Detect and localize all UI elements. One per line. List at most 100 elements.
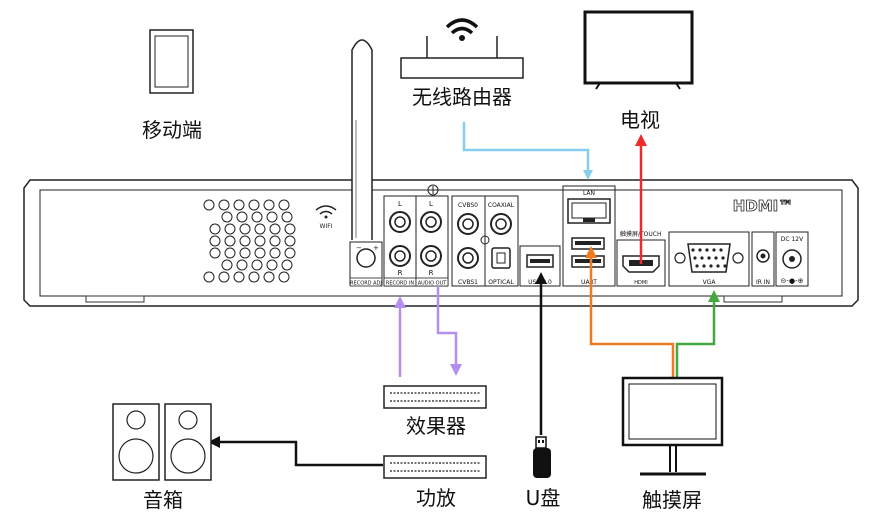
vent-hole — [248, 199, 260, 211]
vent-hole — [221, 259, 233, 271]
vent-hole — [284, 235, 296, 247]
vent-hole — [218, 271, 230, 283]
svg-text:+: + — [373, 244, 379, 252]
vent-hole — [224, 235, 236, 247]
vent-hole — [233, 199, 245, 211]
cvbs0-label: CVBS0 — [458, 202, 478, 209]
audio-out-r-label: R — [429, 269, 434, 277]
vent-hole — [203, 271, 215, 283]
lan-uart-ports: LAN UART — [562, 185, 616, 287]
lan-label: LAN — [583, 190, 595, 197]
speaker-label: 音箱 — [143, 488, 183, 512]
ir-in-label: IR IN — [756, 279, 770, 286]
speaker-icon — [112, 403, 212, 481]
vga-pin — [716, 264, 720, 268]
vga-pin — [712, 248, 716, 252]
vent-hole — [209, 223, 221, 235]
audio-out-cable — [436, 286, 462, 376]
vga-pin — [705, 248, 709, 252]
vent-hole — [266, 259, 278, 271]
ventilation-grid — [203, 199, 296, 283]
touchscreen-label: 触摸屏 — [642, 488, 702, 512]
usb-drive-label: U盘 — [525, 486, 561, 510]
wifi-antenna — [351, 39, 373, 240]
vga-cable — [675, 290, 720, 378]
vga-pin — [707, 256, 711, 260]
hdmi-logo: HDMI™ — [733, 197, 794, 215]
vga-pin — [723, 264, 727, 268]
vent-hole — [203, 199, 215, 211]
vent-hole — [239, 235, 251, 247]
optical-label: OPTICAL — [488, 279, 514, 286]
vent-hole — [209, 235, 221, 247]
svg-text:−: − — [356, 244, 362, 252]
vent-hole — [263, 199, 275, 211]
amplifier-speaker-cable — [208, 436, 383, 467]
vga-pin — [698, 248, 702, 252]
vent-hole — [269, 235, 281, 247]
vent-hole — [251, 259, 263, 271]
dc-power-port: DC 12V ⊝-●-⊕ — [775, 231, 809, 287]
vga-pin — [721, 256, 725, 260]
vent-hole — [281, 259, 293, 271]
lan-cable — [462, 122, 593, 180]
record-adj-label: RECORD ADJ — [350, 281, 382, 287]
vga-pin — [719, 248, 723, 252]
vent-hole — [269, 247, 281, 259]
ground-icon — [427, 184, 439, 196]
vent-hole — [269, 223, 281, 235]
dc-label: DC 12V — [781, 236, 804, 243]
vga-pin — [714, 256, 718, 260]
vent-hole — [239, 247, 251, 259]
ir-in-port: IR IN — [751, 231, 775, 287]
record-adj-knob: − + RECORD ADJ — [349, 241, 383, 287]
record-in-r-label: R — [398, 269, 403, 277]
vent-hole — [224, 247, 236, 259]
vent-hole — [263, 271, 275, 283]
vga-pin — [695, 264, 699, 268]
vent-hole — [254, 235, 266, 247]
vga-pin — [693, 256, 697, 260]
mobile-icon — [149, 29, 194, 94]
vent-hole — [266, 211, 278, 223]
coaxial-label: COAXIAL — [488, 202, 515, 209]
audio-out-l-label: L — [429, 200, 433, 208]
usb-drive-icon — [533, 436, 551, 478]
player-back-panel — [23, 179, 859, 307]
vent-hole — [209, 247, 221, 259]
router-label: 无线路由器 — [412, 85, 512, 109]
video-ports: CVBS0 COAXIAL CVBS1 OPTICAL — [451, 195, 519, 287]
vent-hole — [278, 199, 290, 211]
hdmi-port-label: HDMI — [634, 280, 647, 286]
vga-label: VGA — [703, 279, 717, 286]
vent-hole — [278, 271, 290, 283]
vga-pin — [709, 264, 713, 268]
effects-label: 效果器 — [406, 414, 466, 438]
tv-icon — [583, 10, 694, 90]
wifi-panel-label: WIFI — [320, 223, 333, 230]
vga-pin — [702, 264, 706, 268]
router-icon — [400, 18, 524, 79]
mobile-label: 移动端 — [142, 118, 202, 142]
vent-hole — [284, 247, 296, 259]
vent-hole — [281, 211, 293, 223]
effects-unit-icon — [383, 385, 487, 409]
uart-label: UART — [581, 279, 597, 286]
amplifier-icon — [383, 455, 487, 479]
vent-hole — [284, 223, 296, 235]
touchscreen-icon — [621, 376, 724, 476]
vga-port: VGA — [668, 231, 750, 287]
vent-hole — [218, 199, 230, 211]
wifi-icon: WIFI — [315, 205, 337, 230]
vent-hole — [254, 247, 266, 259]
touch-usb-cable — [585, 246, 675, 378]
vent-hole — [254, 223, 266, 235]
vent-hole — [251, 211, 263, 223]
vga-pin — [691, 248, 695, 252]
vent-hole — [233, 271, 245, 283]
tv-label: 电视 — [620, 108, 660, 132]
vent-hole — [236, 211, 248, 223]
svg-text:⊝-●-⊕: ⊝-●-⊕ — [781, 277, 804, 285]
vga-pin — [700, 256, 704, 260]
